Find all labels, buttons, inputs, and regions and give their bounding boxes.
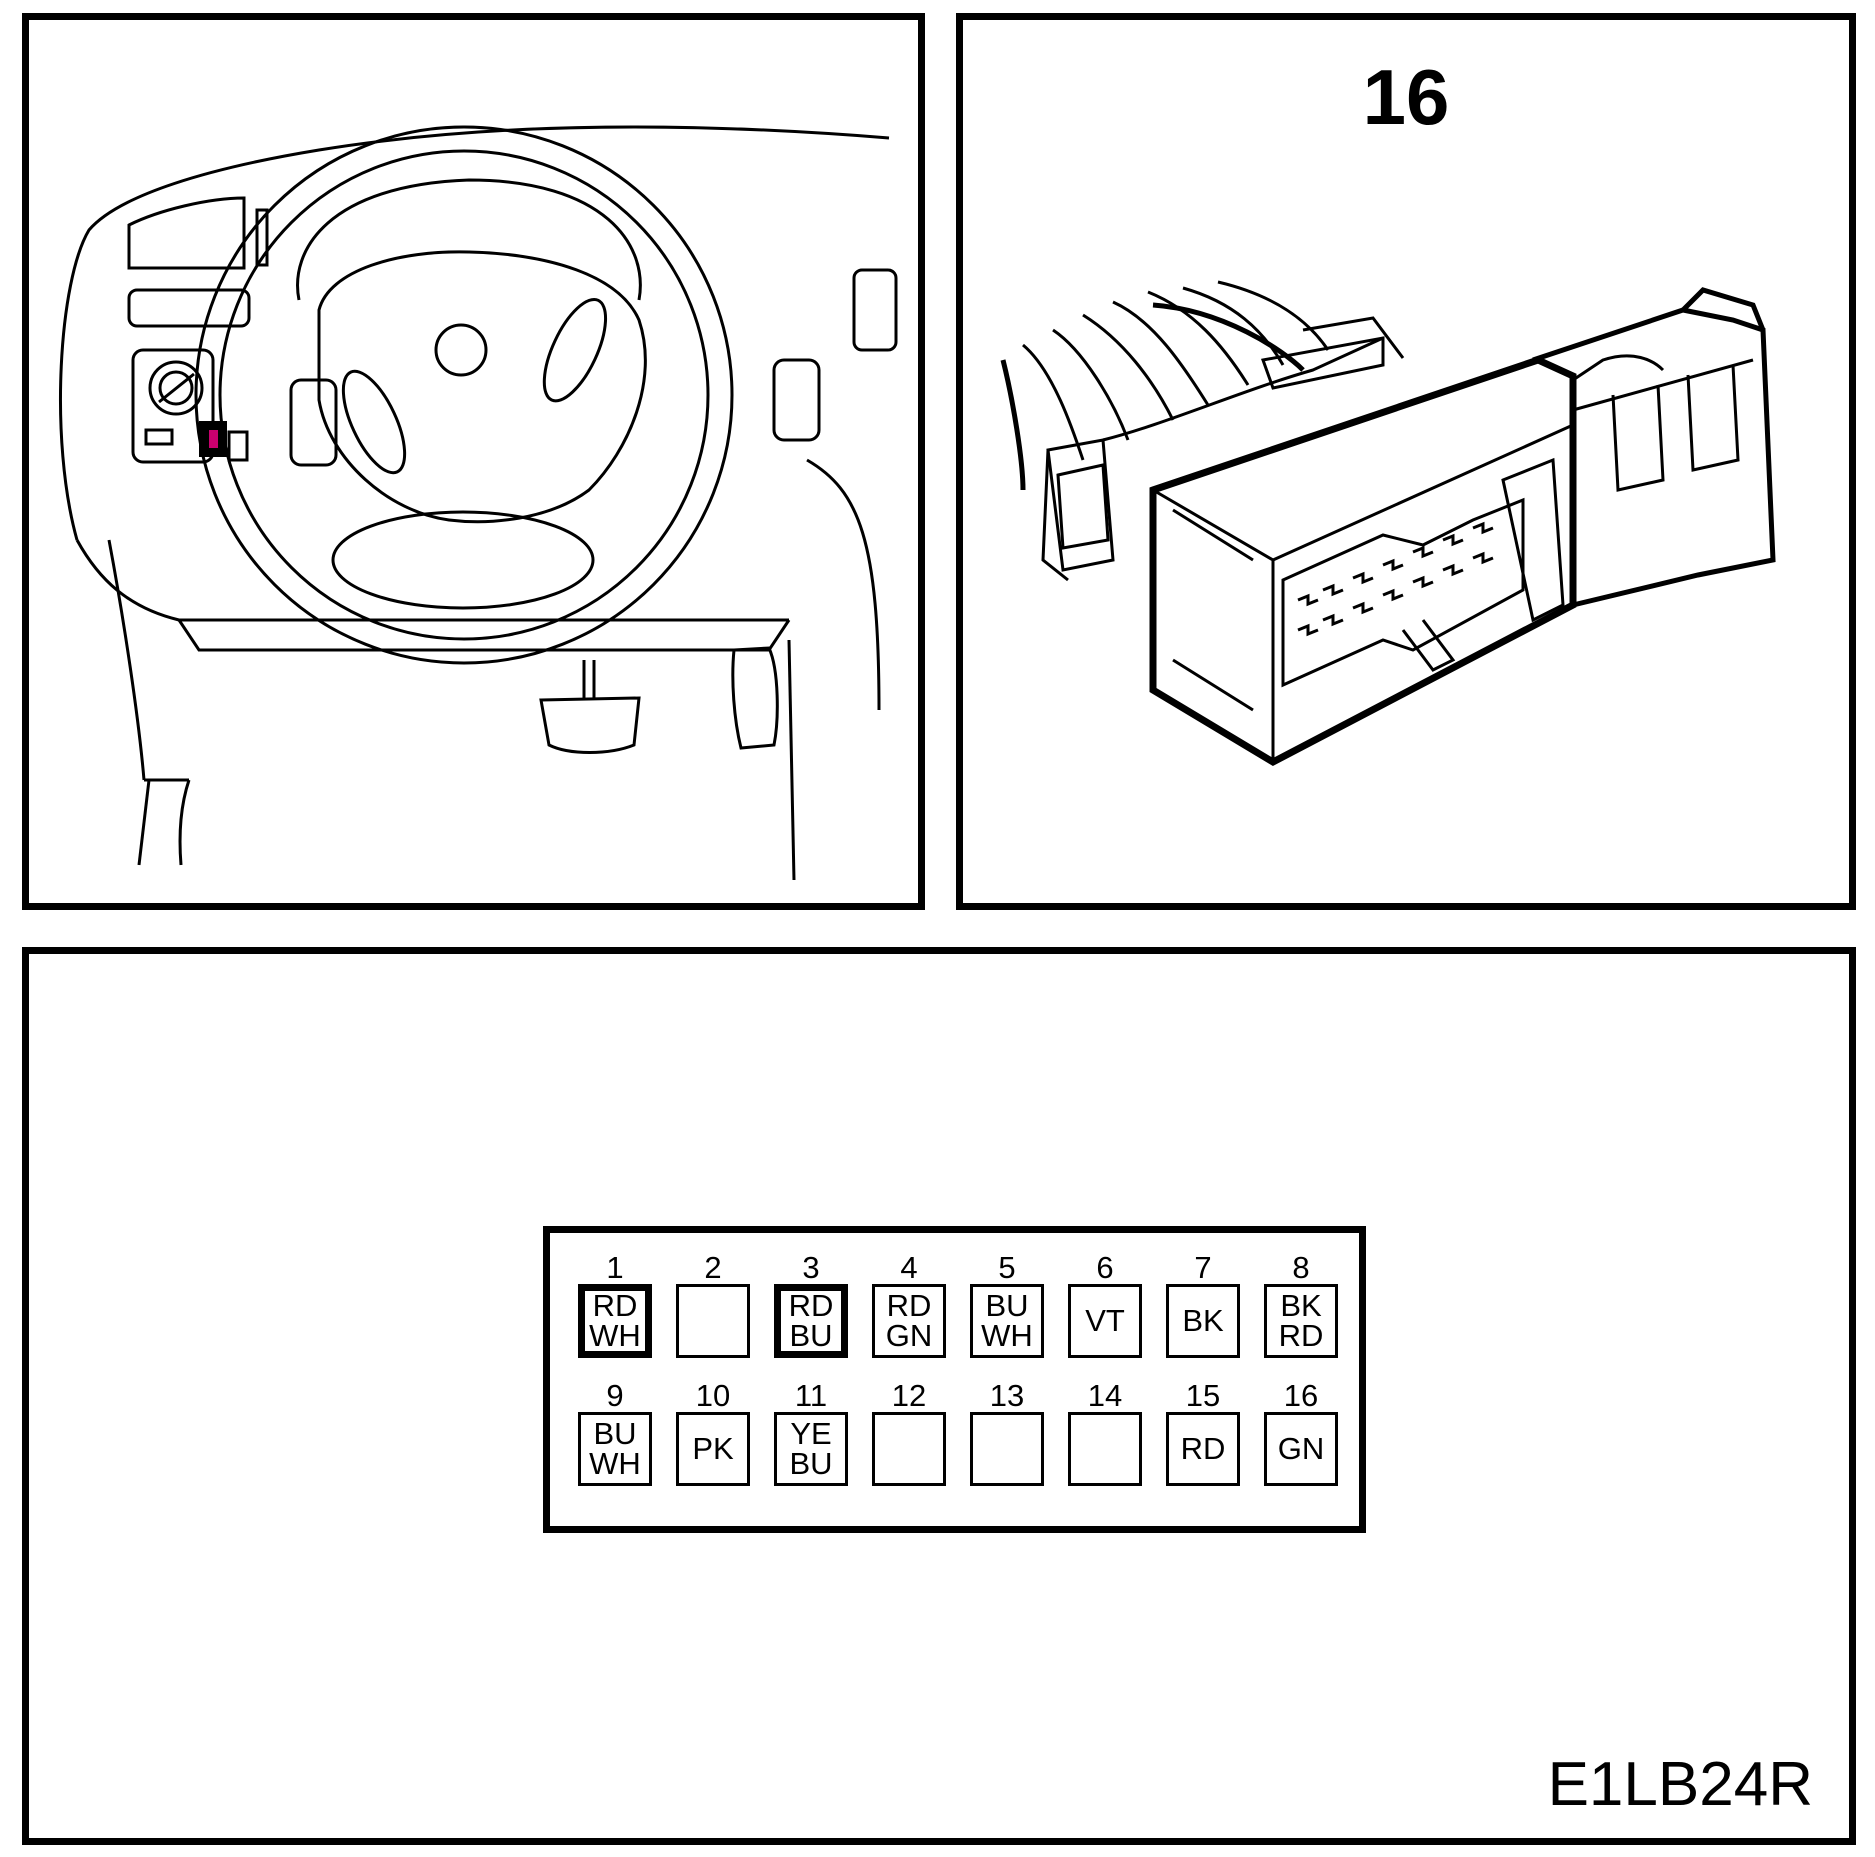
pin-number: 6 <box>1096 1250 1114 1285</box>
pin-number: 2 <box>704 1250 722 1285</box>
pin-number: 9 <box>606 1378 624 1413</box>
steering-column-shroud <box>177 619 791 652</box>
pin-cavity: BK <box>1166 1284 1240 1358</box>
pin-number: 8 <box>1292 1250 1310 1285</box>
wire-color-primary: RD <box>592 1288 638 1323</box>
wire-color-stripe: WH <box>589 1318 641 1353</box>
steering-wheel-rim <box>194 125 734 665</box>
wire-color-primary: PK <box>692 1431 734 1466</box>
pin-number: 12 <box>891 1378 927 1413</box>
connector-pin: 13 <box>963 1379 1051 1486</box>
wire-color-stripe: GN <box>885 1318 933 1353</box>
wire-color-primary: BK <box>1182 1303 1224 1338</box>
wire-color-primary: RD <box>1180 1431 1226 1466</box>
pin-number: 16 <box>1283 1378 1319 1413</box>
pin-cavity: PK <box>676 1412 750 1486</box>
dashboard-outline <box>59 125 890 541</box>
wire-color-primary: BU <box>985 1288 1029 1323</box>
pin-number: 3 <box>802 1250 820 1285</box>
pin-number: 15 <box>1185 1378 1221 1413</box>
connector-location-highlight <box>209 430 218 448</box>
pin-number: 4 <box>900 1250 918 1285</box>
wire-color-primary: VT <box>1085 1303 1125 1338</box>
left-vent <box>127 196 246 270</box>
pin-cavity <box>872 1412 946 1486</box>
connector-view-panel: 16 <box>956 13 1856 910</box>
wire <box>1000 359 1026 491</box>
figure-code: E1LB24R <box>1547 1750 1813 1819</box>
wire-color-primary: GN <box>1277 1431 1325 1466</box>
wire-color-stripe: RD <box>1278 1318 1324 1353</box>
brake-pedal <box>539 696 641 754</box>
pin-number: 14 <box>1087 1378 1123 1413</box>
horn-emblem <box>434 323 488 377</box>
wire-color-stripe: BU <box>789 1318 833 1353</box>
pin-number: 11 <box>794 1378 828 1413</box>
pin-cavity: GN <box>1264 1412 1338 1486</box>
wire-color-stripe: BU <box>789 1446 833 1481</box>
connector-body <box>1149 356 1577 767</box>
connector-pin: 14 <box>1061 1379 1149 1486</box>
pin-cavity <box>970 1412 1044 1486</box>
pin-count-label: 16 <box>1362 53 1450 141</box>
light-switch-housing <box>131 348 215 464</box>
wire-color-primary: BK <box>1280 1288 1322 1323</box>
pin-number: 5 <box>998 1250 1016 1285</box>
wire-color-stripe: WH <box>981 1318 1033 1353</box>
wheel-lower-spoke <box>331 510 595 610</box>
pin-cavity: VT <box>1068 1284 1142 1358</box>
wire-color-primary: RD <box>788 1288 834 1323</box>
wire-color-primary: YE <box>790 1416 832 1451</box>
connector-illustration <box>1000 280 1776 767</box>
wire-color-stripe: WH <box>589 1446 641 1481</box>
pin-cavity: RD <box>1166 1412 1240 1486</box>
location-view-panel <box>22 13 925 910</box>
pin-number: 13 <box>989 1378 1025 1413</box>
pin-number: 10 <box>695 1378 731 1413</box>
accelerator-pedal <box>731 646 779 750</box>
light-switch-knob <box>148 360 204 416</box>
wire-color-primary: RD <box>886 1288 932 1323</box>
pin-cavity <box>1068 1412 1142 1486</box>
pin-cavity <box>676 1284 750 1358</box>
connector-pin: 12 <box>865 1379 953 1486</box>
right-switch <box>852 268 898 352</box>
pin-number: 1 <box>606 1250 624 1285</box>
terminal-cavity-area <box>1281 497 1525 688</box>
connector-pin: 2 <box>669 1251 757 1358</box>
steering-wheel-hub <box>317 250 647 524</box>
dashboard-illustration <box>59 125 898 881</box>
wire-color-primary: BU <box>593 1416 637 1451</box>
pin-number: 7 <box>1194 1250 1212 1285</box>
